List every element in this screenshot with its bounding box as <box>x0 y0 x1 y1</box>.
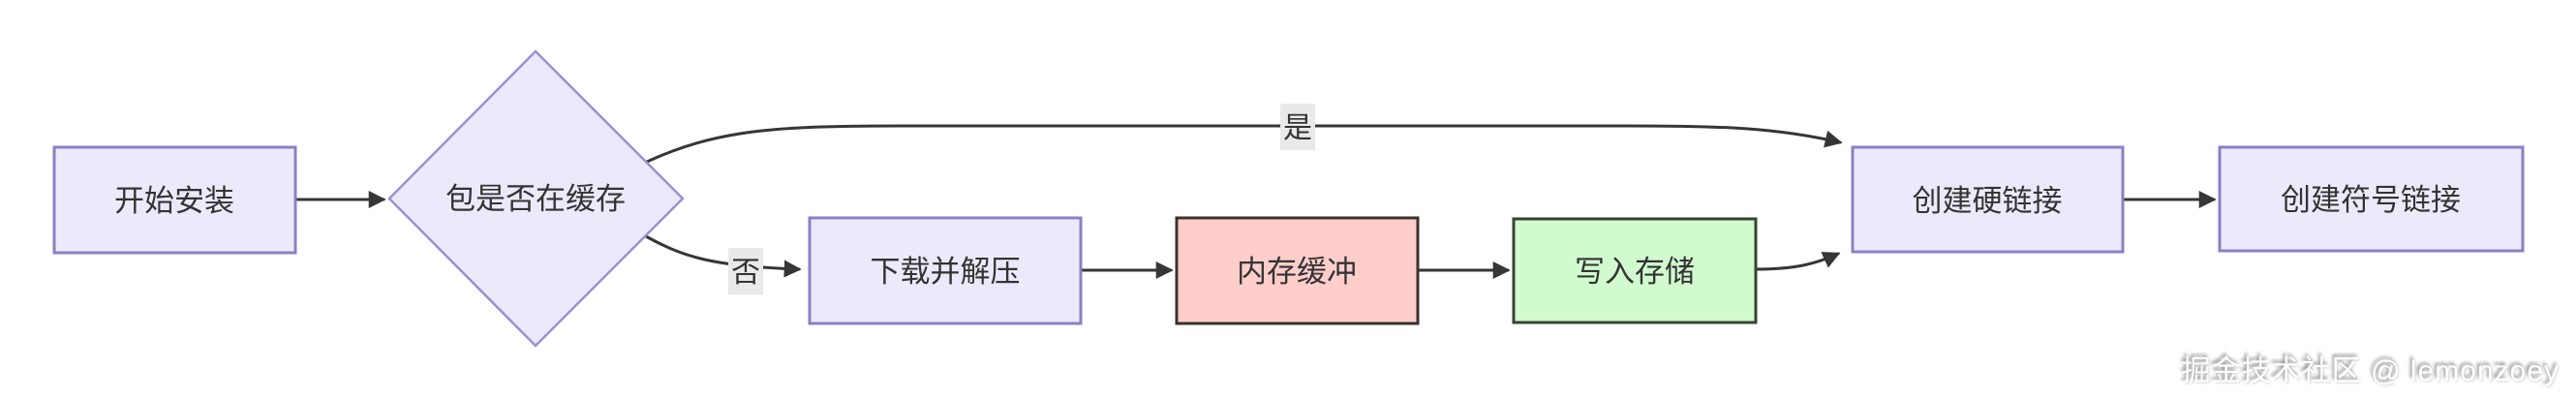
node-write-storage: 写入存储 <box>1512 217 1758 324</box>
node-write-storage-label: 写入存储 <box>1575 255 1695 289</box>
edges-layer <box>293 124 2217 279</box>
node-create-symlink: 创建符号链接 <box>2218 145 2525 253</box>
node-cache-check: 包是否在缓存 <box>387 49 685 348</box>
juejin-watermark: 掘金技术社区 @ lemonzoey <box>2181 355 2560 387</box>
edge-label-no-text: 否 <box>731 257 760 289</box>
edge-no-cache-check-to-download <box>644 234 802 278</box>
edge-label-yes: 是 <box>1280 104 1315 150</box>
node-download-extract-label: 下载并解压 <box>871 255 1021 289</box>
node-memory-buffer: 内存缓冲 <box>1175 216 1420 325</box>
node-download-extract-box <box>808 216 1083 325</box>
node-create-symlink-label: 创建符号链接 <box>2281 183 2461 217</box>
node-cache-check-label: 包是否在缓存 <box>445 182 626 216</box>
edge-label-yes-bg <box>1280 104 1315 150</box>
edge-label-yes-text: 是 <box>1283 112 1312 144</box>
edge-write-storage-to-hard-link <box>1754 252 1841 271</box>
node-start-install-label: 开始安装 <box>114 184 234 218</box>
node-write-storage-box <box>1512 217 1758 324</box>
node-download-extract: 下载并解压 <box>808 216 1083 325</box>
node-create-hard-link-label: 创建硬链接 <box>1913 184 2063 218</box>
edge-label-no: 否 <box>728 248 763 294</box>
node-start-install: 开始安装 <box>52 145 297 255</box>
node-cache-check-diamond <box>387 49 685 348</box>
node-create-symlink-box <box>2218 145 2525 253</box>
edge-yes-cache-check-to-hard-link <box>645 124 1843 164</box>
node-memory-buffer-box <box>1175 216 1420 325</box>
edge-label-no-bg <box>728 248 763 294</box>
node-create-hard-link: 创建硬链接 <box>1851 145 2125 254</box>
node-start-install-box <box>52 145 297 255</box>
node-create-hard-link-box <box>1851 145 2125 254</box>
node-memory-buffer-label: 内存缓冲 <box>1237 255 1357 289</box>
